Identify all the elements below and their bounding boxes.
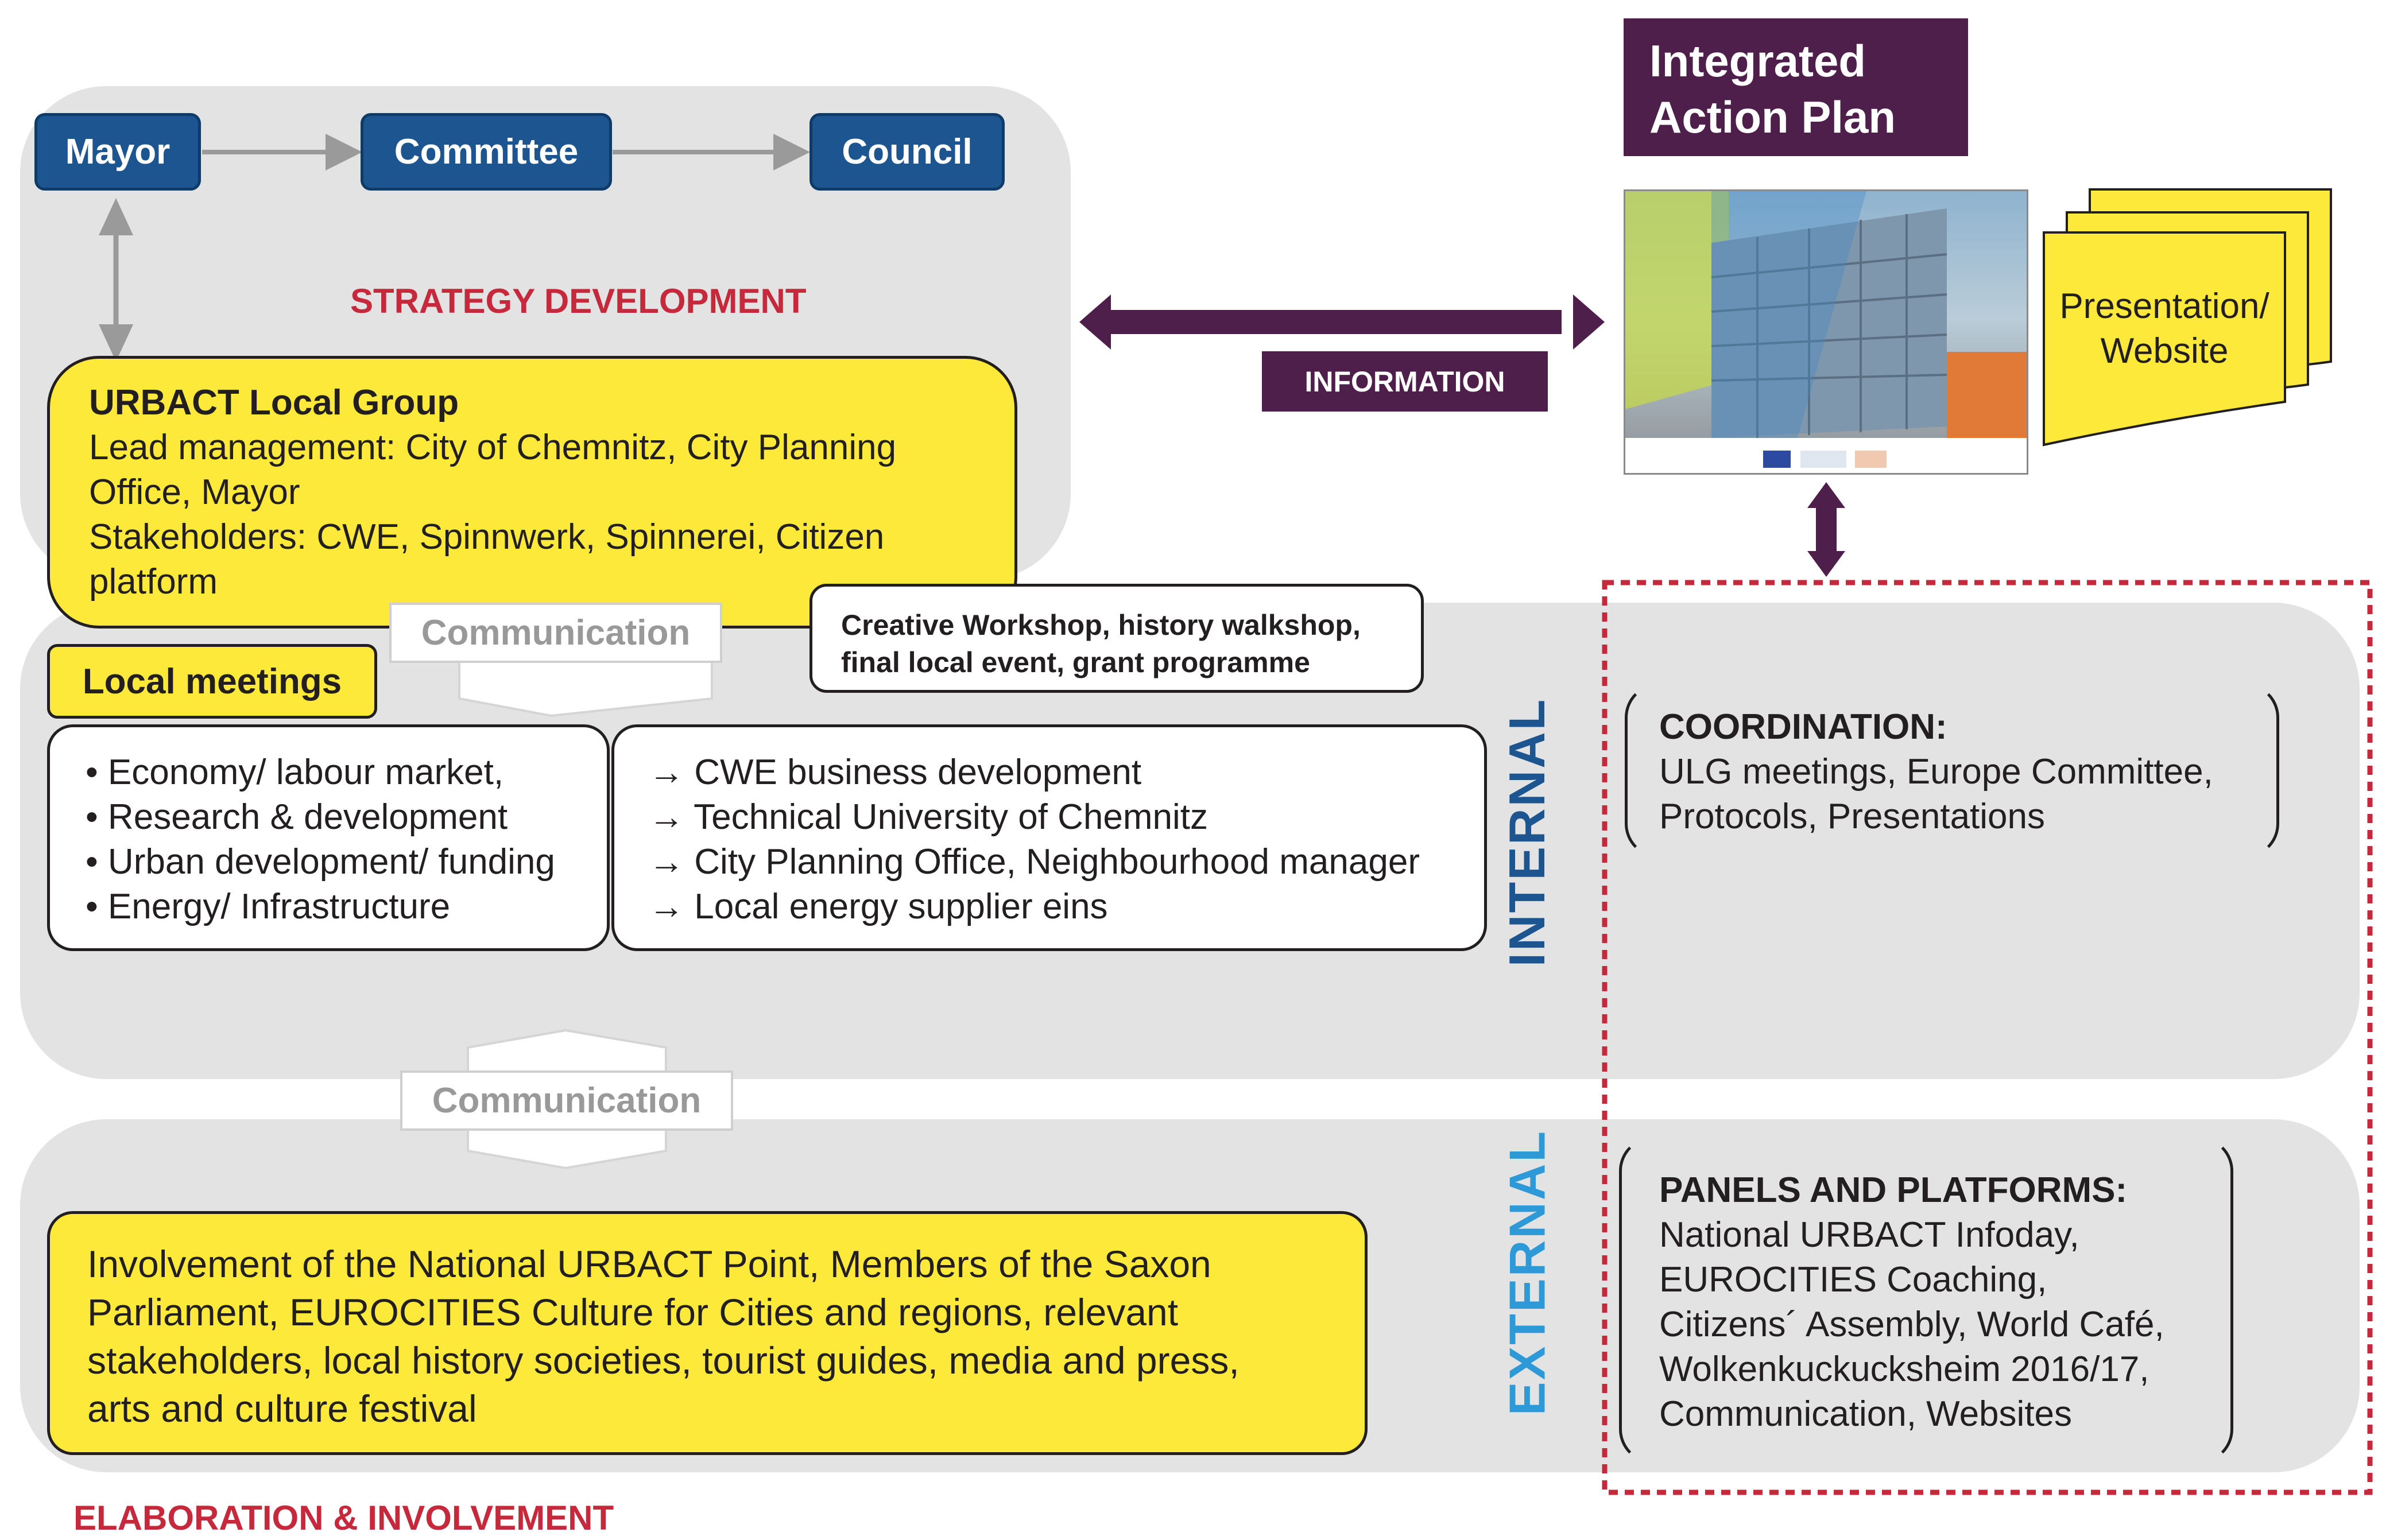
committee-box: Committee bbox=[361, 113, 612, 191]
mayor-ulg-double-arrow bbox=[99, 198, 133, 362]
mayor-box: Mayor bbox=[34, 113, 201, 191]
iap-title-line-2: Action Plan bbox=[1649, 92, 1896, 142]
coordination-line-1: ULG meetings, Europe Committee, bbox=[1659, 752, 2213, 792]
panels-line: Wolkenkuckucksheim 2016/17, bbox=[1659, 1349, 2149, 1389]
topic-item: • Research & development bbox=[86, 797, 508, 837]
external-line-2: Parliament, EUROCITIES Culture for Citie… bbox=[87, 1291, 1179, 1333]
partner-item: → City Planning Office, Neighbourhood ma… bbox=[649, 842, 1420, 882]
coordination-text: COORDINATION: ULG meetings, Europe Commi… bbox=[1659, 705, 2213, 839]
partner-item: → Local energy supplier eins bbox=[649, 887, 1108, 926]
external-line-4: arts and culture festival bbox=[87, 1387, 477, 1430]
internal-label-wrap: INTERNAL bbox=[1498, 697, 1555, 967]
external-line-3: stakeholders, local history societies, t… bbox=[87, 1339, 1240, 1382]
external-label-wrap: EXTERNAL bbox=[1498, 1129, 1556, 1416]
ulg-line-1: Lead management: City of Chemnitz, City … bbox=[89, 428, 897, 467]
workshop-box: Creative Workshop, history walkshop, fin… bbox=[810, 584, 1424, 693]
external-line-1: Involvement of the National URBACT Point… bbox=[87, 1243, 1211, 1285]
ulg-line-3: Stakeholders: CWE, Spinnwerk, Spinnerei,… bbox=[89, 517, 885, 557]
panels-line: National URBACT Infoday, bbox=[1659, 1215, 2079, 1255]
panels-line: Communication, Websites bbox=[1659, 1394, 2073, 1434]
panels-line: Citizens´ Assembly, World Café, bbox=[1659, 1305, 2164, 1344]
presentation-line-1: Presentation/ bbox=[2059, 286, 2269, 326]
topic-item: • Energy/ Infrastructure bbox=[86, 887, 451, 926]
topic-item: • Urban development/ funding bbox=[86, 842, 555, 882]
presentation-doc-stack bbox=[2043, 188, 2332, 447]
ulg-line-2: Office, Mayor bbox=[89, 472, 300, 512]
iap-cover-image bbox=[1624, 189, 2028, 475]
coordination-title: COORDINATION: bbox=[1659, 707, 1947, 747]
iap-vertical-double-arrow bbox=[1807, 482, 1845, 577]
workshop-line-1: Creative Workshop, history walkshop, bbox=[841, 609, 1361, 641]
topics-box: • Economy/ labour market, • Research & d… bbox=[47, 724, 610, 951]
presentation-text: Presentation/ Website bbox=[2044, 284, 2285, 374]
ulg-line-4: platform bbox=[89, 562, 218, 602]
workshop-line-2: final local event, grant programme bbox=[841, 646, 1310, 678]
iap-title-box: Integrated Action Plan bbox=[1624, 18, 1968, 156]
elaboration-title: ELABORATION & INVOLVEMENT bbox=[73, 1499, 614, 1537]
council-box: Council bbox=[810, 113, 1005, 191]
local-meetings-box: Local meetings bbox=[47, 644, 377, 719]
panels-text: PANELS AND PLATFORMS: National URBACT In… bbox=[1659, 1168, 2164, 1437]
internal-label: INTERNAL bbox=[1498, 697, 1555, 967]
urbact-local-group-box: URBACT Local Group Lead management: City… bbox=[47, 356, 1017, 629]
presentation-line-2: Website bbox=[2100, 331, 2229, 371]
information-double-arrow bbox=[1079, 294, 1605, 350]
external-involvement-box: Involvement of the National URBACT Point… bbox=[47, 1211, 1368, 1455]
ulg-title: URBACT Local Group bbox=[89, 383, 459, 422]
panels-line: EUROCITIES Coaching, bbox=[1659, 1260, 2047, 1300]
cover-illustration bbox=[1625, 191, 2027, 473]
coordination-bracket bbox=[1625, 683, 2279, 858]
partners-box: → CWE business development → Technical U… bbox=[611, 724, 1487, 951]
communication-label-1: Communication bbox=[389, 603, 722, 663]
strategy-development-title: STRATEGY DEVELOPMENT bbox=[350, 282, 807, 320]
external-label: EXTERNAL bbox=[1498, 1129, 1556, 1416]
panels-title: PANELS AND PLATFORMS: bbox=[1659, 1170, 2128, 1210]
communication-label-2: Communication bbox=[400, 1070, 733, 1131]
iap-title-line-1: Integrated bbox=[1649, 36, 1866, 86]
coordination-region-dashed bbox=[1602, 580, 2373, 1495]
information-label: INFORMATION bbox=[1262, 351, 1548, 412]
panels-bracket bbox=[1619, 1136, 2233, 1464]
coordination-line-2: Protocols, Presentations bbox=[1659, 797, 2046, 836]
topic-item: • Economy/ labour market, bbox=[86, 752, 504, 792]
partner-item: → CWE business development bbox=[649, 752, 1142, 792]
partner-item: → Technical University of Chemnitz bbox=[649, 797, 1208, 837]
